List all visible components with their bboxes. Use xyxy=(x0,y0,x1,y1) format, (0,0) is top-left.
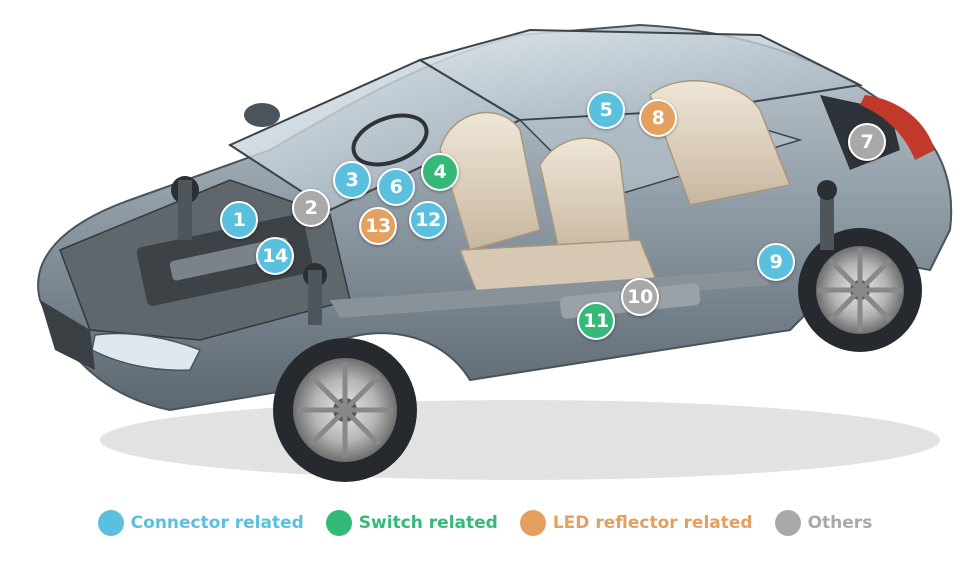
ground-shadow xyxy=(100,400,940,480)
grille xyxy=(40,300,95,370)
connector-dot-icon xyxy=(97,510,124,536)
steering-wheel xyxy=(351,113,429,167)
legend: Connector related Switch related LED ref… xyxy=(0,505,970,541)
marker-4[interactable]: 4 xyxy=(421,153,459,191)
rear-seat xyxy=(649,80,792,206)
legend-label-others: Others xyxy=(807,513,873,533)
legend-item-others: Others xyxy=(774,510,873,536)
legend-label-switch: Switch related xyxy=(358,513,498,533)
legend-item-led: LED reflector related xyxy=(519,510,753,536)
marker-11[interactable]: 11 xyxy=(577,302,615,340)
marker-8[interactable]: 8 xyxy=(639,99,677,137)
marker-14[interactable]: 14 xyxy=(256,237,294,275)
marker-7[interactable]: 7 xyxy=(848,123,886,161)
front-seat xyxy=(439,111,541,251)
car-illustration xyxy=(37,23,953,482)
marker-12[interactable]: 12 xyxy=(409,201,447,239)
others-dot-icon xyxy=(774,510,801,536)
legend-item-connector: Connector related xyxy=(97,510,304,536)
switch-dot-icon xyxy=(325,510,352,536)
marker-1[interactable]: 1 xyxy=(220,201,258,239)
marker-2[interactable]: 2 xyxy=(292,189,330,227)
legend-label-connector: Connector related xyxy=(130,513,304,533)
legend-item-switch: Switch related xyxy=(325,510,498,536)
marker-3[interactable]: 3 xyxy=(333,161,371,199)
marker-9[interactable]: 9 xyxy=(757,243,795,281)
marker-10[interactable]: 10 xyxy=(621,278,659,316)
legend-label-led: LED reflector related xyxy=(552,513,753,533)
marker-6[interactable]: 6 xyxy=(377,168,415,206)
led-dot-icon xyxy=(519,510,546,536)
rear-light xyxy=(860,95,935,160)
marker-13[interactable]: 13 xyxy=(359,207,397,245)
headlight xyxy=(91,332,202,372)
side-mirror xyxy=(244,103,280,127)
marker-5[interactable]: 5 xyxy=(587,91,625,129)
